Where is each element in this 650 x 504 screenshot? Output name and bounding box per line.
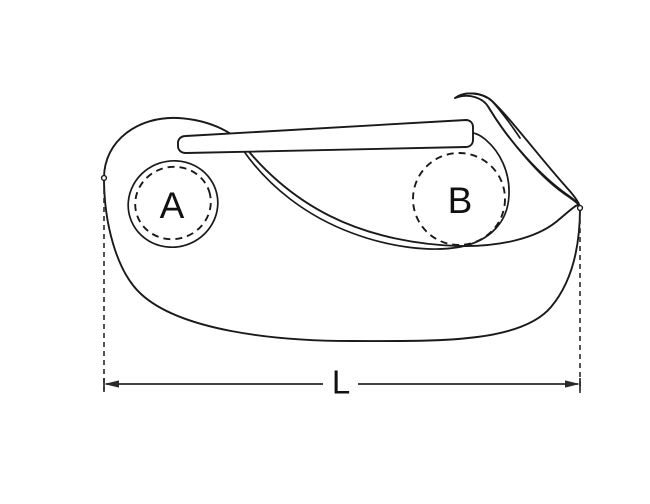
dimension-arrowhead-right: [565, 380, 580, 388]
extension-origin-dot-left: [100, 174, 108, 182]
hook-arm-outer-curve: [488, 107, 581, 209]
bore-b-label: B: [448, 180, 473, 221]
extension-origin-dot-right: [576, 204, 584, 212]
bore-b-group: B: [412, 152, 506, 246]
dimension-l-label: L: [332, 364, 350, 401]
bore-a-label: A: [160, 185, 185, 226]
bore-a-dashed-circle: [134, 165, 212, 241]
throat-inner-curve: [242, 132, 510, 250]
dimension-arrowhead-left: [104, 380, 119, 388]
pin-bar-outline: [177, 119, 474, 154]
bore-b-dashed-circle: [412, 152, 506, 246]
bore-a-boss-outline: [127, 159, 219, 249]
pin-bar-group: [177, 119, 474, 154]
dimension-l-group: L: [100, 174, 584, 401]
hook-arm-inner-curve: [454, 92, 521, 139]
throat-curve-group: [242, 132, 510, 250]
bore-a-group: A: [127, 159, 219, 249]
